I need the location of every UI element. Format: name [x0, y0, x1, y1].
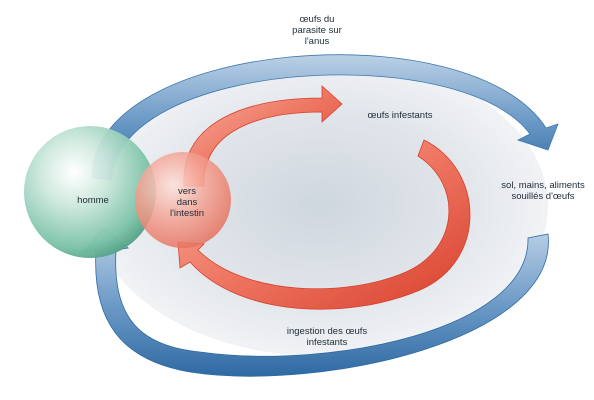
host-sphere	[24, 126, 156, 258]
label-eggs-on-anus: œufs du parasite sur l'anus	[292, 14, 342, 47]
label-infective-eggs: œufs infestants	[367, 110, 433, 121]
label-worms-in-intestine: vers dans l'intestin	[169, 186, 205, 219]
label-host: homme	[77, 195, 109, 206]
label-soil-hands-food: sol, mains, aliments souillés d'œufs	[501, 180, 585, 202]
inner-arrow-top	[183, 85, 343, 187]
inner-host-sphere	[135, 152, 231, 248]
outer-arrow-top	[91, 54, 559, 181]
inner-arrow-bottom	[177, 139, 471, 310]
label-ingestion: ingestion des œufs infestants	[286, 326, 368, 348]
